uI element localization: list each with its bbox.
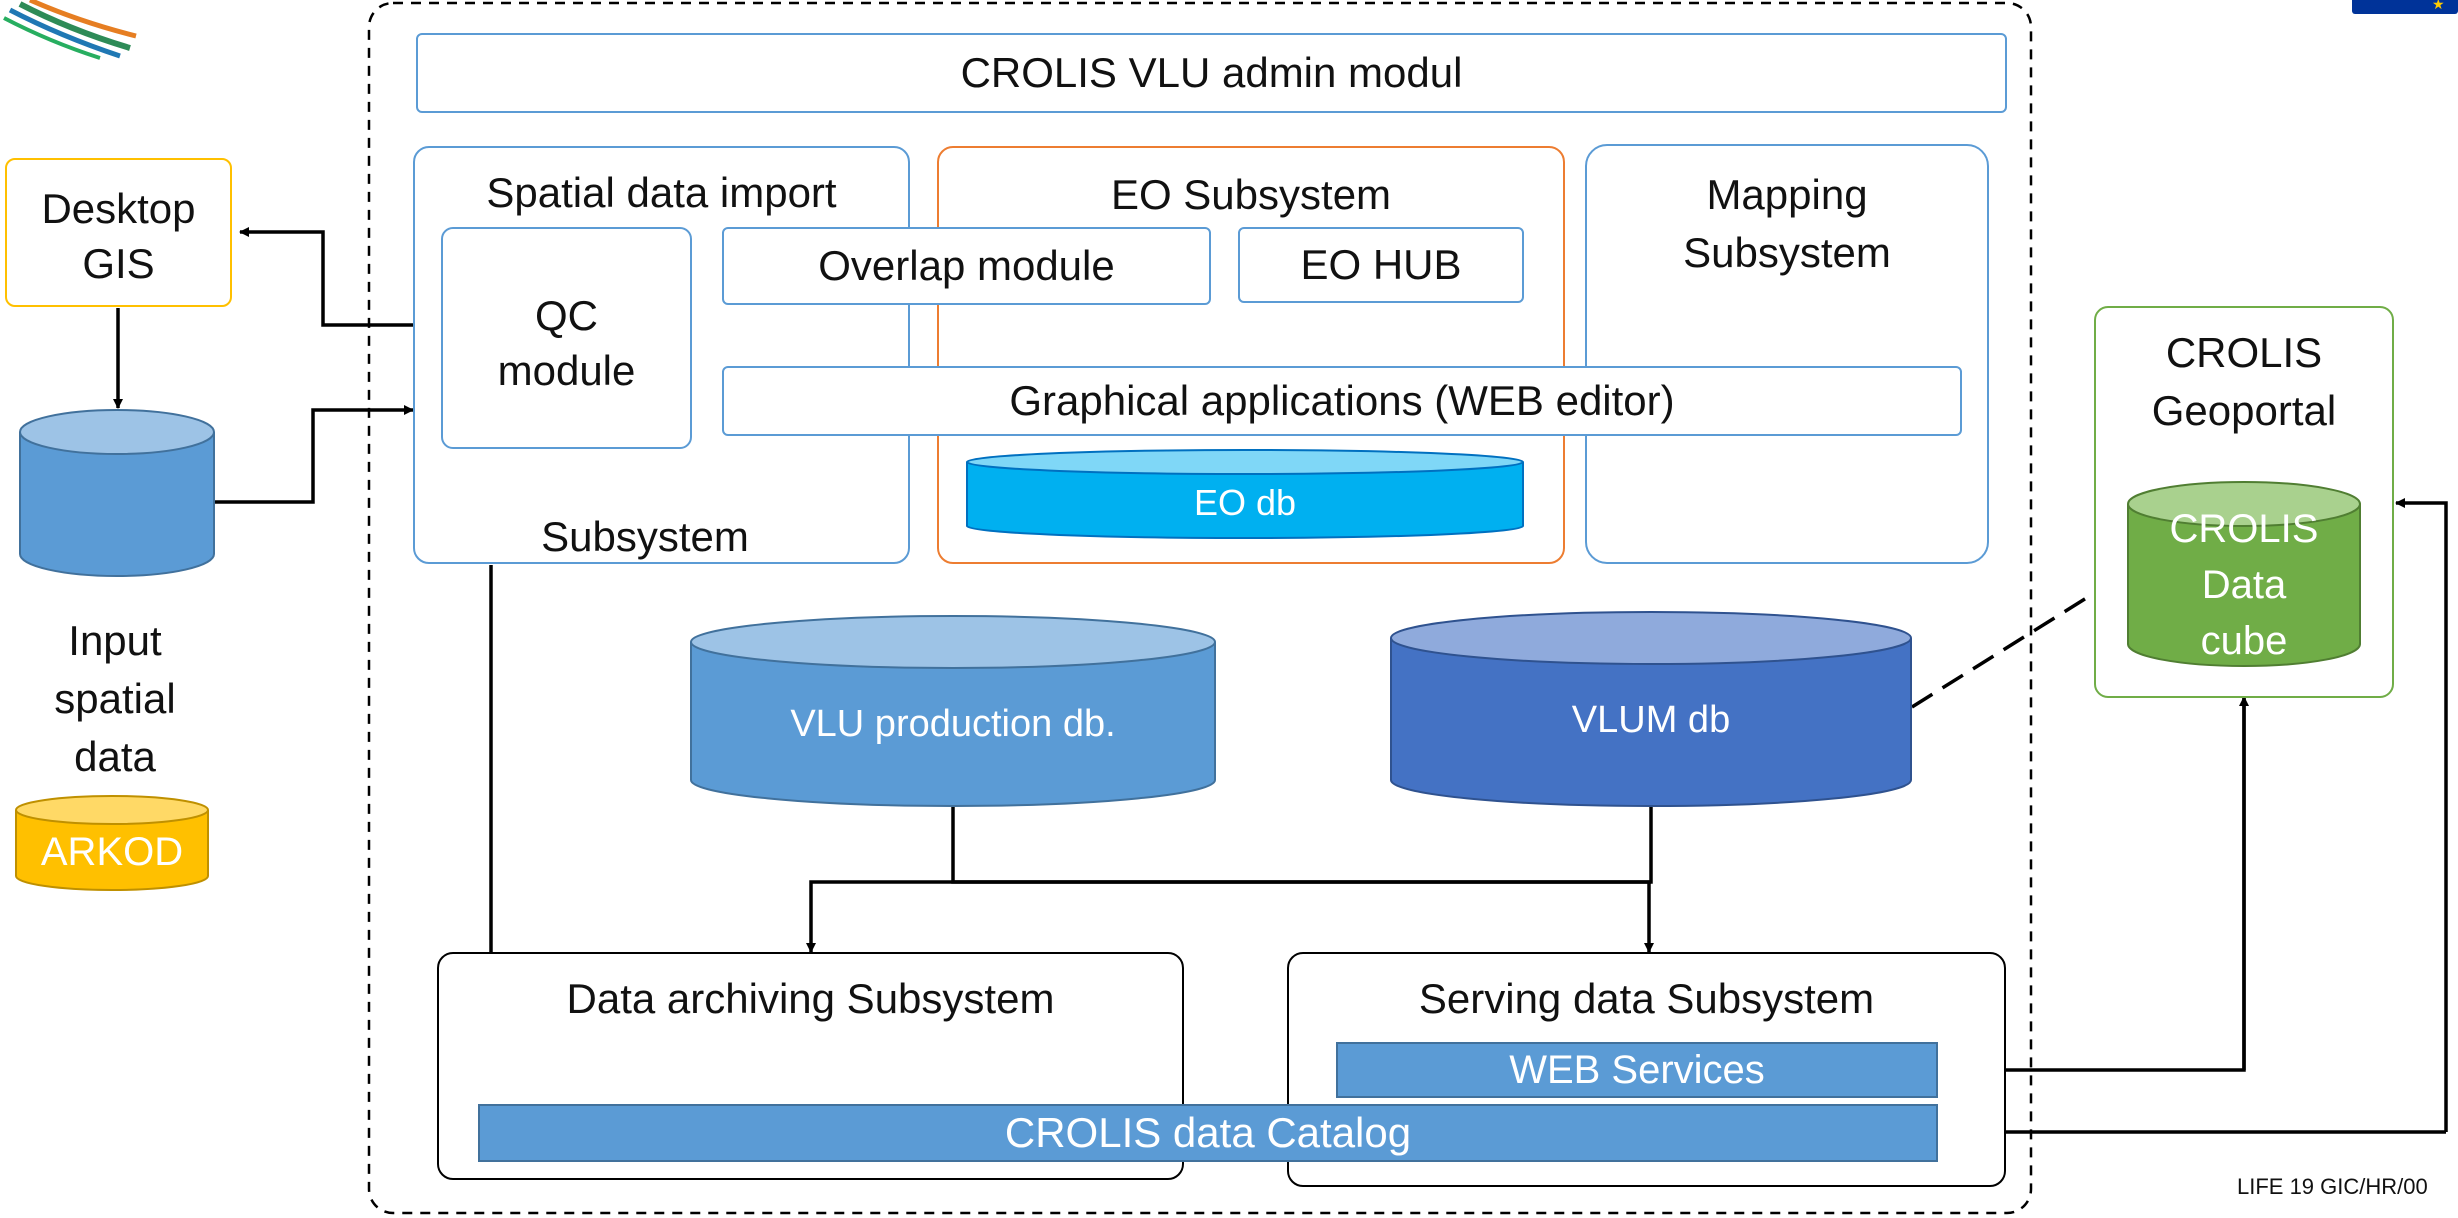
vlum-db-label: VLUM db — [1571, 699, 1731, 742]
desktop-gis-box: Desktop GIS — [5, 158, 232, 307]
connector-vlu-production-db — [951, 805, 1653, 884]
crolis-geoportal-title: CROLIS Geoportal — [2151, 329, 2337, 434]
mapping-subsystem-title: Mapping Subsystem — [1683, 171, 1891, 276]
project-logo — [3, 0, 137, 60]
qc-module-box: QC module — [441, 227, 692, 449]
graphical-applications-box: Graphical applications (WEB editor) — [722, 366, 1962, 436]
serving-data-title: Serving data Subsystem — [1418, 975, 1875, 1022]
eo-db-cylinder — [966, 449, 1524, 539]
web-services-label: WEB Services — [1509, 1047, 1765, 1092]
spatial-import-title: Spatial data import — [486, 169, 837, 216]
system-boundary — [367, 1, 2033, 1215]
spatial-import-footer: Subsystem — [541, 513, 749, 560]
footer-code: LIFE 19 GIC/HR/00 — [2237, 1174, 2428, 1199]
mapping-subsystem: Mapping Subsystem — [1585, 144, 1989, 564]
vlu-production-db-label: VLU production db. — [790, 703, 1116, 746]
eo-db-label: EO db — [1193, 481, 1297, 523]
vlu-production-db-cylinder — [690, 615, 1216, 807]
desktop-gis-label: Desktop GIS — [41, 185, 196, 287]
data-catalog-label: CROLIS data Catalog — [1004, 1109, 1412, 1156]
data-catalog-bar: CROLIS data Catalog — [478, 1104, 1938, 1162]
vlum-db-cylinder — [1390, 611, 1912, 807]
arrow-to-data-archiving — [806, 880, 1651, 953]
arrow-right-loop-to-data-cube — [2395, 498, 2448, 1132]
input-spatial-db-cylinder — [19, 409, 215, 577]
overlap-module-box: Overlap module — [722, 227, 1211, 305]
input-spatial-data-label: Input spatial data — [54, 617, 176, 780]
data-cube-cylinder — [2127, 481, 2361, 667]
eo-hub-label: EO HUB — [1300, 241, 1462, 288]
eu-flag-logo: ★ — [2352, 0, 2458, 14]
eu-star-icon: ★ — [2432, 0, 2445, 12]
eo-hub-box: EO HUB — [1238, 227, 1524, 303]
arrow-import-to-desktop-gis — [239, 227, 413, 327]
admin-module-label: CROLIS VLU admin modul — [960, 49, 1463, 96]
overlap-module-label: Overlap module — [818, 242, 1115, 289]
arkod-label: ARKOD — [40, 830, 184, 874]
qc-module-label: QC module — [497, 292, 636, 394]
arrow-vlum-to-data-cube — [1911, 570, 2129, 709]
arkod-db-cylinder — [15, 795, 209, 891]
arrow-input-db-to-import — [214, 405, 414, 504]
web-services-bar: WEB Services — [1336, 1042, 1938, 1098]
eo-subsystem-title: EO Subsystem — [1110, 171, 1392, 218]
admin-module-box: CROLIS VLU admin modul — [416, 33, 2007, 113]
data-cube-label: CROLIS Data cube — [2169, 507, 2319, 663]
data-archiving-title: Data archiving Subsystem — [566, 975, 1055, 1022]
graphical-applications-label: Graphical applications (WEB editor) — [1009, 377, 1675, 424]
